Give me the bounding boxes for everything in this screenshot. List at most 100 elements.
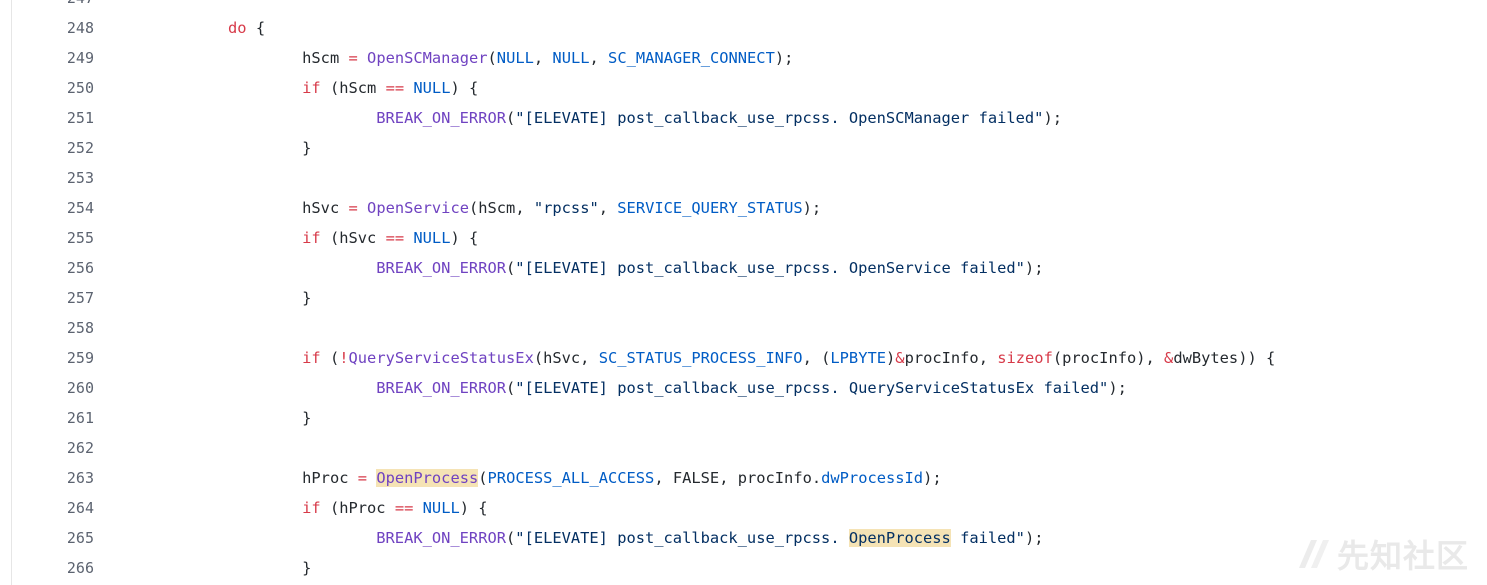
code-token <box>228 559 302 577</box>
code-token: ); <box>1024 529 1044 547</box>
code-token: BREAK_ON_ERROR <box>376 259 506 277</box>
code-token: (procInfo), <box>1052 349 1165 367</box>
search-highlight: OpenProcess <box>848 529 951 547</box>
code-line: 256 BREAK_ON_ERROR("[ELEVATE] post_callb… <box>0 253 1487 283</box>
code-token: dwBytes)) { <box>1173 349 1276 367</box>
code-text: hProc = OpenProcess(PROCESS_ALL_ACCESS, … <box>228 463 942 493</box>
line-number: 263 <box>66 469 94 487</box>
code-token: if <box>302 349 321 367</box>
code-token: "rpcss" <box>533 199 599 217</box>
code-text: } <box>228 553 311 583</box>
code-text: } <box>228 133 311 163</box>
code-token: "[ELEVATE] post_callback_use_rpcss. Open… <box>515 109 1044 127</box>
code-token: SC_STATUS_PROCESS_INFO <box>598 349 803 367</box>
code-token: ( <box>506 379 516 397</box>
code-token: "[ELEVATE] post_callback_use_rpcss. Open… <box>515 259 1025 277</box>
line-number: 254 <box>66 199 94 217</box>
code-token: NULL <box>552 49 590 67</box>
code-token: hProc <box>302 469 358 487</box>
code-line: 255 if (hSvc == NULL) { <box>0 223 1487 253</box>
line-number: 256 <box>66 259 94 277</box>
gutter-divider <box>11 0 12 585</box>
code-token: (hScm, <box>468 199 534 217</box>
code-text: if (hScm == NULL) { <box>228 73 478 103</box>
code-token: } <box>302 139 312 157</box>
code-token: NULL <box>422 499 460 517</box>
code-token: , <box>589 49 609 67</box>
code-token: NULL <box>413 229 451 247</box>
code-line: 263 hProc = OpenProcess(PROCESS_ALL_ACCE… <box>0 463 1487 493</box>
code-token: ( <box>506 529 516 547</box>
line-number: 250 <box>66 79 94 97</box>
code-line: 257 } <box>0 283 1487 313</box>
code-token: NULL <box>496 49 534 67</box>
code-token: , ( <box>802 349 831 367</box>
watermark: 先知社区 <box>1295 531 1469 577</box>
code-token: BREAK_ON_ERROR <box>376 109 506 127</box>
code-line: 260 BREAK_ON_ERROR("[ELEVATE] post_callb… <box>0 373 1487 403</box>
code-token: & <box>1164 349 1174 367</box>
line-number: 249 <box>66 49 94 67</box>
code-text: } <box>228 283 311 313</box>
code-token: ) { <box>450 229 479 247</box>
watermark-text: 先知社区 <box>1336 537 1469 575</box>
code-token: ); <box>923 469 942 487</box>
search-highlight: OpenProcess <box>376 469 479 487</box>
code-token: QueryServiceStatusEx <box>348 349 534 367</box>
code-token: ( <box>506 109 516 127</box>
code-token: hScm <box>302 49 349 67</box>
code-token: = <box>348 199 358 217</box>
code-line: 251 BREAK_ON_ERROR("[ELEVATE] post_callb… <box>0 103 1487 133</box>
code-line: 258 <box>0 313 1487 343</box>
code-token: SERVICE_QUERY_STATUS <box>617 199 803 217</box>
watermark-logo-icon <box>1295 536 1331 572</box>
code-token: if <box>302 499 321 517</box>
code-token: } <box>302 409 312 427</box>
line-number: 255 <box>66 229 94 247</box>
code-token: ); <box>802 199 822 217</box>
line-number: 253 <box>66 169 94 187</box>
line-number: 252 <box>66 139 94 157</box>
code-token: failed" <box>950 529 1025 547</box>
code-token: NULL <box>413 79 451 97</box>
code-line: 262 <box>0 433 1487 463</box>
code-token: = <box>357 469 368 487</box>
code-token: (hProc <box>320 499 395 517</box>
code-token: PROCESS_ALL_ACCESS <box>487 469 655 487</box>
code-token: "[ELEVATE] post_callback_use_rpcss. Quer… <box>515 379 1109 397</box>
code-token: == <box>385 79 405 97</box>
line-number: 248 <box>66 19 94 37</box>
line-number: 259 <box>66 349 94 367</box>
code-token: ); <box>774 49 794 67</box>
code-token: do <box>228 19 247 37</box>
code-text: if (hProc == NULL) { <box>228 493 487 523</box>
code-token: (hSvc, <box>533 349 599 367</box>
code-text: if (hSvc == NULL) { <box>228 223 478 253</box>
line-number: 262 <box>66 439 94 457</box>
line-number: 257 <box>66 289 94 307</box>
code-token: "[ELEVATE] post_callback_use_rpcss. <box>515 529 849 547</box>
code-token <box>404 229 413 247</box>
code-token <box>358 49 367 67</box>
code-token: == <box>385 229 405 247</box>
code-token <box>228 49 302 67</box>
code-text: hSvc = OpenService(hScm, "rpcss", SERVIC… <box>228 193 821 223</box>
code-token: sizeof <box>997 349 1053 367</box>
code-token: } <box>302 559 312 577</box>
line-number: 258 <box>66 319 94 337</box>
code-token <box>228 379 376 397</box>
code-token <box>228 409 302 427</box>
code-token: ); <box>1108 379 1127 397</box>
code-token: { <box>246 19 266 37</box>
code-token: procInfo, <box>904 349 998 367</box>
code-token: } <box>302 289 312 307</box>
code-text: } <box>228 403 311 433</box>
line-number: 266 <box>66 559 94 577</box>
code-token: OpenSCManager <box>367 49 488 67</box>
code-token <box>228 79 302 97</box>
code-token <box>228 289 302 307</box>
code-line: 249 hScm = OpenSCManager(NULL, NULL, SC_… <box>0 43 1487 73</box>
code-token: BREAK_ON_ERROR <box>376 529 506 547</box>
code-token: ); <box>1024 259 1044 277</box>
